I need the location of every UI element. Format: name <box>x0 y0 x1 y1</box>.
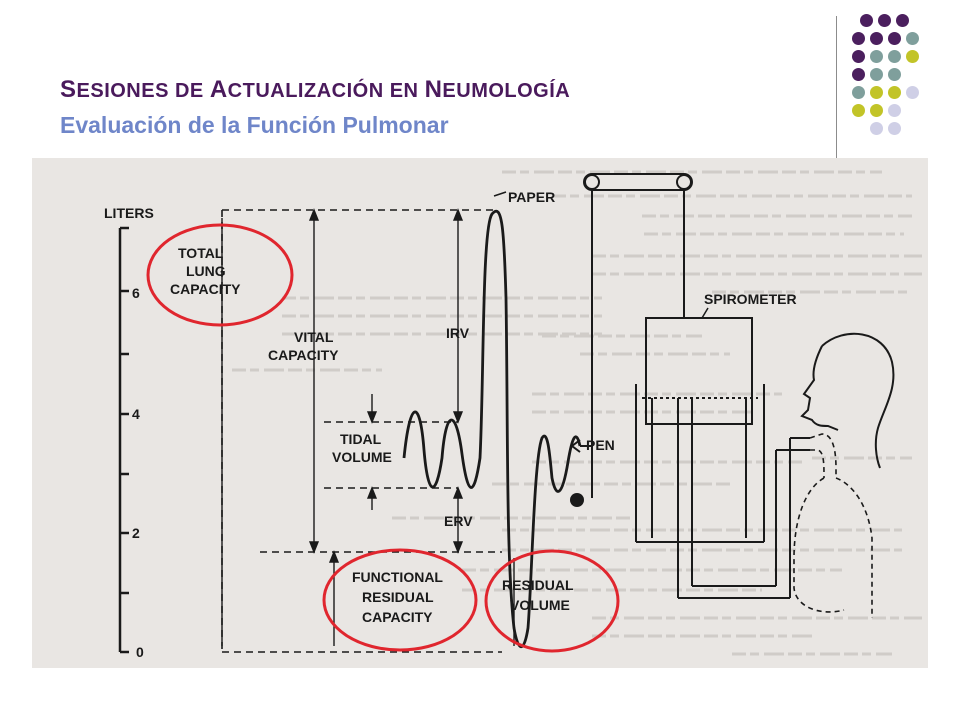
paper-roll <box>570 173 693 498</box>
frc-label-line: RESIDUAL <box>362 589 434 605</box>
decorative-dot <box>906 86 919 99</box>
decorative-dot <box>852 86 865 99</box>
spirometer-pointer <box>701 307 709 319</box>
slide-subtitle: Evaluación de la Función Pulmonar <box>60 112 449 138</box>
decorative-dot <box>906 32 919 45</box>
decorative-dot <box>878 14 891 27</box>
decorative-dot <box>888 32 901 45</box>
paper-pointer <box>493 191 507 197</box>
decorative-dot <box>888 50 901 63</box>
spirogram-trace <box>402 209 582 649</box>
erv-label: ERV <box>444 513 473 529</box>
rv-highlight-ellipse <box>484 549 620 653</box>
decorative-dot <box>852 32 865 45</box>
decorative-dot <box>896 14 909 27</box>
spirometer-apparatus <box>635 317 810 599</box>
background-book-text <box>232 170 922 656</box>
title-text: ESIONES DE <box>76 80 210 102</box>
tlc-label-line: CAPACITY <box>170 281 241 297</box>
title-text: EUMOLOGÍA <box>442 80 571 102</box>
frc-label-line: CAPACITY <box>362 609 433 625</box>
patient-head-outline <box>800 332 895 469</box>
title-text: CTUALIZACIÓN EN <box>227 80 425 102</box>
irv-label: IRV <box>446 325 470 341</box>
spirometer-label: SPIROMETER <box>704 291 797 307</box>
title-initial: N <box>424 76 443 103</box>
y-tick-label: 2 <box>132 525 140 541</box>
patient-airway-dashed <box>793 433 873 618</box>
frc-label-line: FUNCTIONAL <box>352 569 443 585</box>
pen-weight <box>570 493 584 507</box>
decorative-dot <box>870 68 883 81</box>
decorative-dot <box>888 86 901 99</box>
highlight-circles <box>146 223 620 653</box>
decorative-dot <box>906 50 919 63</box>
decorative-dot <box>888 122 901 135</box>
liters-axis <box>118 226 129 654</box>
y-tick-label: 0 <box>136 644 144 660</box>
tidal-volume-label-line: VOLUME <box>332 449 392 465</box>
decorative-dot <box>860 14 873 27</box>
y-tick-label: 6 <box>132 285 140 301</box>
axis-unit-label: LITERS <box>104 205 154 221</box>
tlc-highlight-ellipse <box>146 223 294 327</box>
spirogram-diagram: LITERS 6 4 2 0 <box>104 170 922 660</box>
rv-label-line: RESIDUAL <box>502 577 574 593</box>
decorative-dot <box>870 50 883 63</box>
decorative-dot-grid <box>852 14 932 154</box>
volume-labels: TOTAL LUNG CAPACITY VITAL CAPACITY IRV T… <box>170 245 574 625</box>
tlc-label-line: LUNG <box>186 263 226 279</box>
y-tick-label: 4 <box>132 406 140 422</box>
decorative-dot <box>852 104 865 117</box>
vital-capacity-label-line: VITAL <box>294 329 334 345</box>
decorative-dot <box>870 122 883 135</box>
vital-capacity-label-line: CAPACITY <box>268 347 339 363</box>
tlc-label-line: TOTAL <box>178 245 224 261</box>
title-initial: S <box>60 76 77 103</box>
tidal-volume-label-line: TIDAL <box>340 431 382 447</box>
decorative-dot <box>870 32 883 45</box>
spirometry-figure: LITERS 6 4 2 0 <box>32 158 928 668</box>
paper-label: PAPER <box>508 189 555 205</box>
rv-label-line: VOLUME <box>510 597 570 613</box>
decorative-divider <box>836 16 837 162</box>
decorative-dot <box>852 68 865 81</box>
decorative-dot <box>870 104 883 117</box>
decorative-dot <box>852 50 865 63</box>
decorative-dot <box>870 86 883 99</box>
decorative-dot <box>888 104 901 117</box>
decorative-dot <box>888 68 901 81</box>
pen-label: PEN <box>586 437 615 453</box>
title-initial: A <box>209 76 228 103</box>
measurement-arrows <box>221 208 515 646</box>
frc-highlight-ellipse <box>322 548 478 652</box>
slide-title: SESIONES DE ACTUALIZACIÓN EN NEUMOLOGÍA <box>60 76 570 104</box>
